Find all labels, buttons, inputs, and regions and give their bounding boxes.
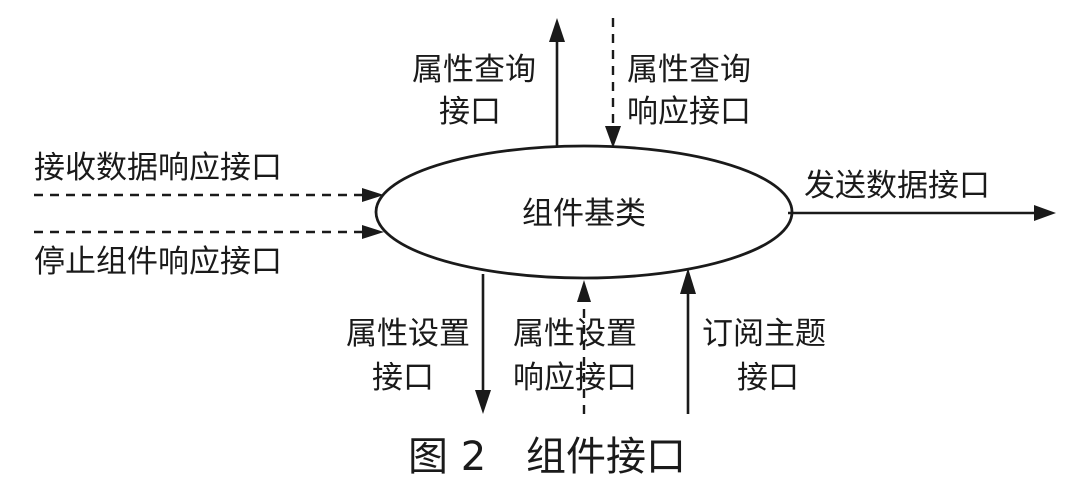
attr-set-arrow bbox=[475, 274, 491, 414]
send-data-arrow bbox=[788, 205, 1056, 221]
attr-query-response-arrow bbox=[605, 18, 621, 148]
subscribe-topic-label-line1: 订阅主题 bbox=[702, 316, 826, 352]
attr-set-label-line1: 属性设置 bbox=[346, 316, 470, 352]
receive-data-response-label: 接收数据响应接口 bbox=[34, 150, 282, 186]
attr-query-arrow bbox=[549, 18, 565, 146]
send-data-label: 发送数据接口 bbox=[804, 168, 990, 204]
stop-component-response-arrow bbox=[34, 225, 384, 239]
attr-set-response-label-line2: 响应接口 bbox=[513, 360, 637, 396]
component-base-class-label: 组件基类 bbox=[522, 196, 646, 232]
figure-title: 组件接口 bbox=[526, 434, 686, 480]
subscribe-topic-arrow bbox=[680, 268, 696, 414]
attr-query-label-line1: 属性查询 bbox=[412, 52, 536, 88]
attr-query-label-line2: 接口 bbox=[439, 94, 501, 130]
attr-set-response-arrow bbox=[577, 280, 591, 414]
attr-query-response-label-line1: 属性查询 bbox=[627, 52, 751, 88]
stop-component-response-label: 停止组件响应接口 bbox=[34, 244, 282, 280]
attr-query-response-label-line2: 响应接口 bbox=[627, 94, 751, 130]
receive-data-response-arrow bbox=[34, 188, 384, 202]
figure-number: 图 2 bbox=[408, 434, 486, 480]
attr-set-response-label-line1: 属性设置 bbox=[513, 316, 637, 352]
attr-set-label-line2: 接口 bbox=[372, 360, 434, 396]
subscribe-topic-label-line2: 接口 bbox=[737, 360, 799, 396]
